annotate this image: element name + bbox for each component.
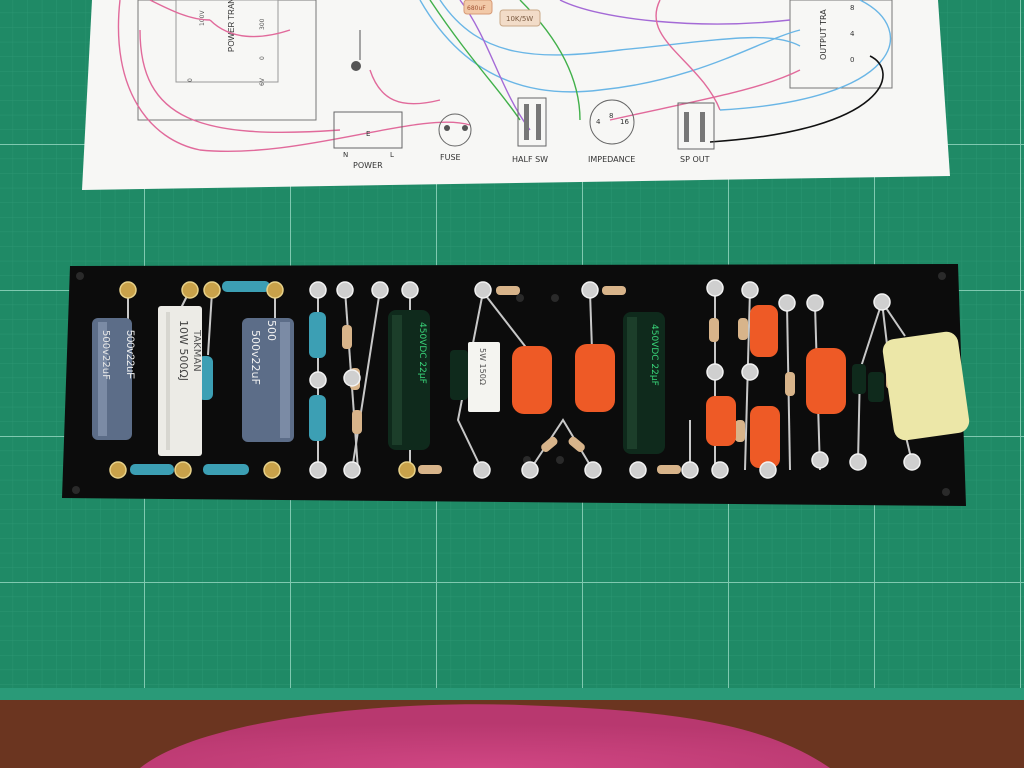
cap-rating-label: 450VDC 22μF xyxy=(417,322,427,384)
out-tap-label: 0 xyxy=(850,56,854,64)
resistor xyxy=(735,420,745,442)
orange-capacitors xyxy=(512,305,846,468)
resistor xyxy=(496,286,520,295)
resistor xyxy=(657,465,681,474)
cement-resistor: 5W 150Ω xyxy=(468,342,500,412)
silver-turrets xyxy=(309,279,921,479)
orange-capacitor xyxy=(750,305,778,357)
cap-rating-label: 500v22uF xyxy=(249,330,262,385)
power-resistor-brand: TAKMAN xyxy=(191,329,202,372)
orange-capacitor xyxy=(806,348,846,414)
out-tap-label: 8 xyxy=(850,4,854,12)
resistor xyxy=(309,395,326,441)
resistor xyxy=(130,464,174,475)
lugs-top xyxy=(119,281,284,299)
small-capacitor xyxy=(868,372,884,402)
fuse-symbol xyxy=(438,113,472,147)
power-switch-symbol xyxy=(333,111,403,149)
switch-n-label: N xyxy=(343,151,348,159)
resistor xyxy=(738,318,748,340)
half-switch-symbol xyxy=(517,97,547,147)
turret-lugs xyxy=(109,281,416,479)
resistor xyxy=(785,372,795,396)
resistor xyxy=(602,286,626,295)
small-capacitor xyxy=(450,350,468,400)
yellow-coupling-capacitor xyxy=(882,331,970,441)
power-resistor-rating: 10W 500ΩJ xyxy=(177,320,190,381)
switch-l-label: L xyxy=(390,151,394,159)
cement-resistor-rating: 5W 150Ω xyxy=(478,348,487,385)
imp-8-label: 8 xyxy=(609,112,613,120)
impedance-selector-symbol xyxy=(589,99,635,145)
pt-tap-label: 0 xyxy=(187,78,194,82)
cap-rating-label: 500v22uF xyxy=(124,330,136,379)
power-trans-label: POWER TRANS xyxy=(227,0,236,52)
electrolytic-capacitor: 450VDC 22μF xyxy=(388,310,430,450)
pt-tap-label: 0 xyxy=(259,56,266,60)
mat-edge xyxy=(0,688,1024,702)
output-trans-label: OUTPUT TRA xyxy=(819,9,828,60)
cap-rating-label: 500v22uF xyxy=(100,330,111,380)
turret-board: 500v22uF 500v22uF 10W 500ΩJ TAKMAN 500v2… xyxy=(62,264,970,506)
resistor xyxy=(418,465,442,474)
orange-capacitor xyxy=(706,396,736,446)
impedance-label: IMPEDANCE xyxy=(588,155,635,164)
electrolytic-capacitor: 450VDC 22μF xyxy=(623,312,665,454)
schematic-resistor-tag: 10K/5W xyxy=(506,15,533,23)
orange-capacitor xyxy=(575,344,615,412)
resistor xyxy=(342,325,352,349)
imp-4-label: 4 xyxy=(596,118,601,126)
switch-e-label: E xyxy=(366,130,370,138)
power-transformer-box xyxy=(137,0,317,121)
power-label: POWER xyxy=(353,161,383,170)
resistor xyxy=(203,464,249,475)
fuse-label: FUSE xyxy=(440,153,461,162)
pt-tap-label: 6V xyxy=(259,77,266,86)
resistor xyxy=(709,318,719,342)
filter-capacitor-right: 500v22uF 500 xyxy=(242,318,294,442)
resistor xyxy=(222,281,270,292)
cap-rating-label: 500 xyxy=(265,320,278,341)
schematic-resistor-tag: 680uF xyxy=(467,5,486,12)
resistor xyxy=(352,410,362,434)
cap-rating-label: 450VDC 22μF xyxy=(649,324,659,386)
sp-out-label: SP OUT xyxy=(680,155,710,164)
resistor xyxy=(309,312,326,358)
resistor xyxy=(568,436,585,452)
lugs-bottom xyxy=(109,461,416,479)
small-capacitor xyxy=(852,364,866,394)
orange-capacitor xyxy=(750,406,780,468)
pt-tap-label: 300 xyxy=(259,18,266,30)
layout-diagram-paper: POWER TRANS 100V 300 6V 0 0 OUTPUT TRA 8… xyxy=(82,0,950,190)
out-tap-label: 4 xyxy=(850,30,855,38)
power-resistor: 10W 500ΩJ TAKMAN xyxy=(158,306,202,456)
filter-capacitor-left: 500v22uF 500v22uF xyxy=(92,318,136,440)
orange-capacitor xyxy=(512,346,552,414)
pt-tap-label: 100V xyxy=(199,10,206,26)
resistor xyxy=(541,436,558,452)
imp-16-label: 16 xyxy=(620,118,629,126)
pink-towel xyxy=(140,704,830,768)
half-sw-label: HALF SW xyxy=(512,155,548,164)
speaker-out-symbol xyxy=(677,102,715,150)
